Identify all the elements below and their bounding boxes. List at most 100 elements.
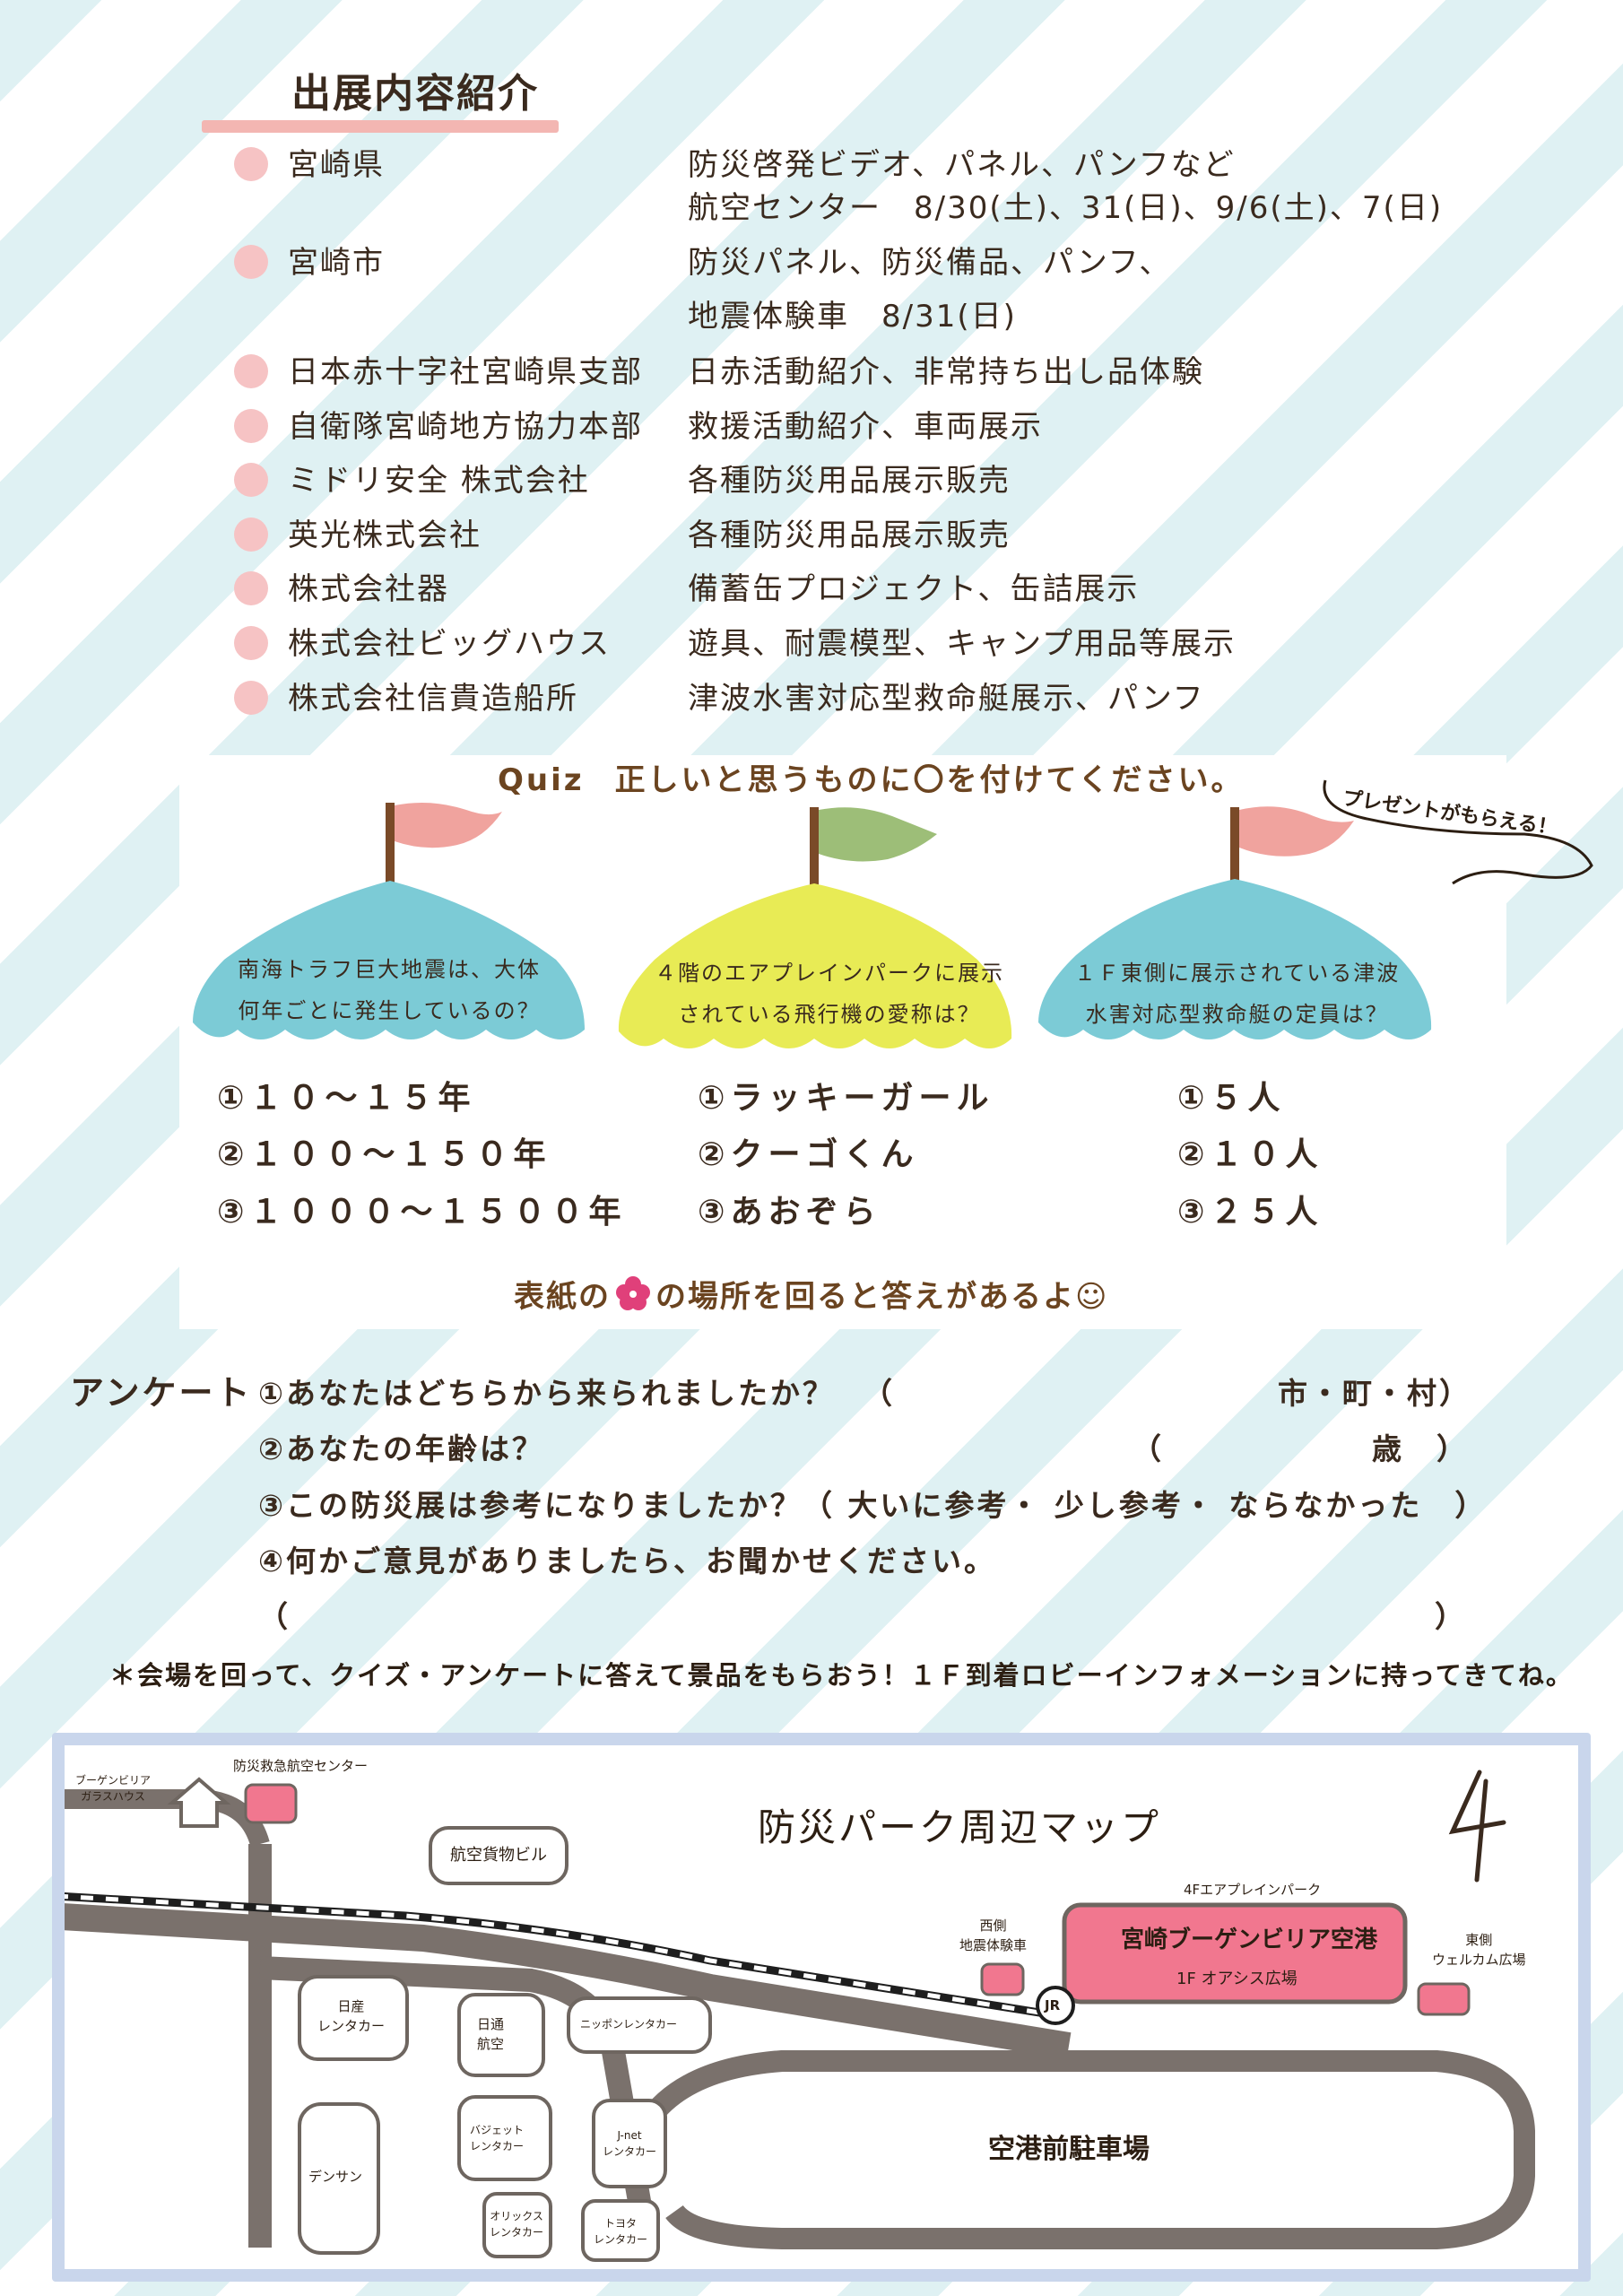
flag-pole	[810, 807, 819, 895]
bullet-dot	[234, 463, 268, 497]
q1-answer-suffix[interactable]: 市・町・村）	[1278, 1376, 1471, 1411]
paren-close[interactable]: ）	[1435, 1599, 1467, 1634]
rental-block	[298, 1975, 409, 2061]
flag	[1239, 806, 1354, 857]
question-line: 水害対応型救命艇の定員は？	[1085, 1002, 1389, 1027]
choice[interactable]: ③２５人	[1177, 1194, 1324, 1231]
area-map: 防災パーク周辺マップ ブーゲンビリアガラスハウス 防災救急航空センター 航空貨物…	[65, 1745, 1578, 2269]
map-title: 防災パーク周辺マップ	[758, 1805, 1162, 1849]
flag	[819, 807, 937, 862]
exhibitor-name: ミドリ安全 株式会社	[288, 463, 590, 499]
question-line: されている飛行機の愛称は？	[678, 1002, 981, 1027]
exhibitor-name: 自衛隊宮崎地方協力本部	[288, 409, 643, 445]
bullet-dot	[234, 626, 268, 660]
section-title: 出展内容紹介	[291, 71, 539, 117]
q2-answer-suffix[interactable]: 歳 ）	[1372, 1431, 1469, 1466]
orix-label: オリックスレンタカー	[490, 2210, 544, 2239]
flag-pole	[386, 803, 395, 892]
exhibitor-name: 英光株式会社	[288, 517, 482, 553]
toyota-label: トヨタレンタカー	[594, 2217, 648, 2246]
exhibitor-name: 宮崎県	[288, 147, 385, 183]
rental-block	[457, 1993, 545, 2077]
east-plaza	[1417, 1982, 1471, 2016]
quiz-hint: 表紙の の場所を回ると答えがあるよ☺	[514, 1272, 1108, 1316]
airplane-park-label: 4Fエアプレインパーク	[1184, 1882, 1322, 1898]
rental-block	[298, 2102, 380, 2255]
tent-canopy	[1038, 879, 1432, 1039]
bullet-dot	[234, 409, 268, 443]
exhibitor-name: 宮崎市	[288, 245, 385, 281]
choice[interactable]: ①５人	[1177, 1080, 1286, 1117]
exhibit-desc: 日赤活動紹介、非常持ち出し品体験	[688, 354, 1204, 390]
glasshouse-label: ブーゲンビリアガラスハウス	[75, 1774, 152, 1803]
paren-open: （	[1132, 1431, 1164, 1466]
exhibit-desc: 防災啓発ビデオ、パネル、パンフなど	[688, 147, 1236, 183]
bullet-dot	[234, 517, 268, 552]
exhibit-desc: 津波水害対応型救命艇展示、パンフ	[688, 681, 1205, 717]
tent-canopy	[618, 883, 1012, 1048]
question-line: １Ｆ東側に展示されている津波	[1074, 961, 1401, 986]
bullet-dot	[234, 681, 268, 715]
exhibit-desc: 備蓄缶プロジェクト、缶詰展示	[688, 571, 1140, 607]
nippon-label: ニッポンレンタカー	[580, 2018, 678, 2031]
exhibit-desc: 各種防災用品展示販売	[688, 463, 1011, 499]
tent-2	[618, 807, 1012, 1048]
jr-label: JR	[1045, 1997, 1061, 2013]
paren-open: （	[863, 1376, 895, 1411]
parking-loop	[638, 2050, 1535, 2249]
rental-block	[567, 1996, 712, 2054]
exhibitor-name: 株式会社器	[288, 571, 449, 607]
densan-label: デンサン	[308, 2169, 363, 2185]
hint-text: 表紙の	[514, 1279, 611, 1315]
survey-label: アンケート	[70, 1373, 253, 1413]
quiz-question-3: １Ｆ東側に展示されている津波 水害対応型救命艇の定員は？	[1074, 952, 1400, 1035]
title-underline	[202, 120, 559, 133]
house-icon	[167, 1777, 231, 1828]
map-drawing	[65, 1770, 1535, 2262]
choice[interactable]: ②１０人	[1177, 1136, 1324, 1173]
exhibitor-name: 日本赤十字社宮崎県支部	[288, 354, 643, 390]
exhibitor-name: 株式会社信貴造船所	[288, 681, 578, 717]
paren-open: （	[258, 1599, 291, 1634]
quiz-question-1: 南海トラフ巨大地震は、大体 何年ごとに発生しているの？	[238, 949, 541, 1031]
survey-q4: ④何かご意見がありましたら、お聞かせください。	[258, 1544, 996, 1578]
survey-q3[interactable]: ③この防災展は参考になりましたか？（ 大いに参考・ 少し参考・ ならなかった ）	[258, 1488, 1488, 1523]
exhibit-desc: 航空センター 8/30(土)、31(日)、9/6(土)、7(日)	[688, 190, 1444, 226]
quiz-question-2: ４階のエアプレインパークに展示 されている飛行機の愛称は？	[655, 952, 1004, 1035]
exhibit-desc: 遊具、耐震模型、キャンプ用品等展示	[688, 626, 1236, 662]
oasis-label: 1F オアシス広場	[1176, 1970, 1298, 1988]
exhibit-desc: 防災パネル、防災備品、パンフ、	[688, 245, 1172, 281]
road	[65, 1789, 270, 1848]
question-line: 南海トラフ巨大地震は、大体	[238, 957, 541, 982]
tent-1	[193, 802, 585, 1039]
flag	[395, 802, 502, 848]
budget-label: バジェットレンタカー	[470, 2124, 525, 2152]
survey-q2: ②あなたの年齢は？	[258, 1431, 544, 1466]
choice[interactable]: ①ラッキーガール	[698, 1080, 994, 1117]
cargo-label: 航空貨物ビル	[450, 1846, 547, 1865]
cargo-building	[429, 1826, 568, 1885]
road	[65, 1903, 1072, 2059]
bullet-dot	[234, 147, 268, 181]
nissan-label: 日産レンタカー	[317, 1998, 386, 2034]
tent-3	[1038, 806, 1432, 1039]
choice[interactable]: ③あおぞら	[698, 1194, 881, 1231]
choice[interactable]: ②クーゴくん	[698, 1136, 919, 1173]
speech-outline	[1323, 779, 1593, 885]
exhibit-desc: 地震体験車 8/31(日)	[688, 299, 1017, 335]
hint-text: の場所を回ると答えがあるよ☺	[655, 1279, 1109, 1315]
choice[interactable]: ②１００～１５０年	[217, 1136, 551, 1173]
question-line: ４階のエアプレインパークに展示	[655, 961, 1004, 986]
survey-q1: ①あなたはどちらから来られましたか？	[258, 1376, 835, 1411]
jr-station	[1036, 1986, 1075, 2025]
exhibit-desc: 各種防災用品展示販売	[688, 517, 1011, 553]
choice[interactable]: ③１０００～１５００年	[217, 1194, 627, 1231]
compass-mark	[1448, 1770, 1506, 1883]
nikko-label: 日通航空	[477, 2016, 505, 2052]
quiz-word: Quiz	[498, 762, 585, 798]
exhibit-desc: 救援活動紹介、車両展示	[688, 409, 1043, 445]
rental-block	[592, 2099, 667, 2188]
choice[interactable]: ①１０～１５年	[217, 1080, 476, 1117]
